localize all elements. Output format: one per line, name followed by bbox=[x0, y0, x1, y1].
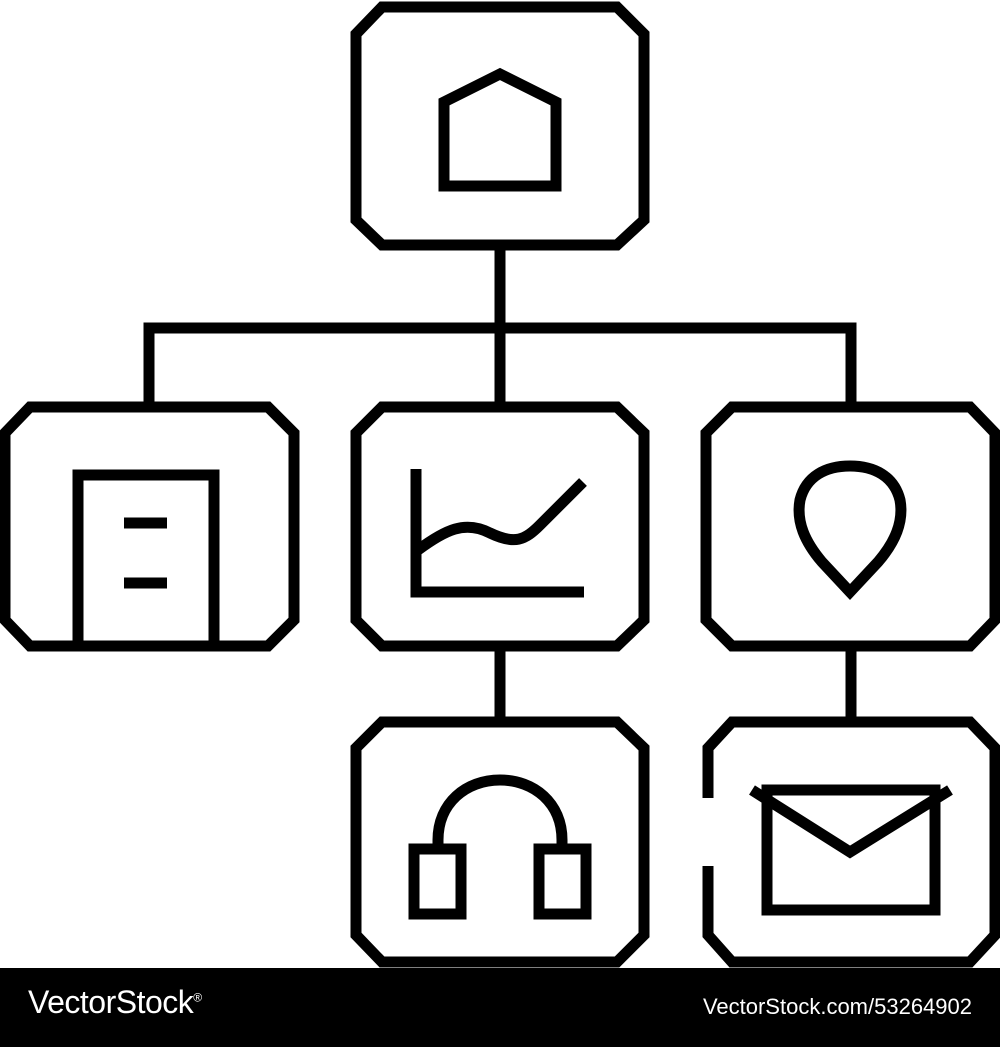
node-building bbox=[0, 401, 300, 652]
node-frame bbox=[700, 401, 1000, 652]
map-pin-icon bbox=[793, 460, 907, 601]
watermark-footer: VectorStock® VectorStock.com/53264902 bbox=[0, 968, 1000, 1047]
node-root bbox=[350, 1, 650, 251]
node-frame bbox=[0, 401, 300, 652]
node-frame bbox=[350, 1, 650, 251]
line-chart-icon bbox=[410, 469, 587, 598]
registered-mark: ® bbox=[193, 990, 202, 1005]
node-location bbox=[700, 401, 1000, 652]
node-frame bbox=[350, 401, 650, 652]
stock-id: VectorStock.com/53264902 bbox=[702, 994, 972, 1019]
node-chart bbox=[350, 401, 650, 652]
node-mail bbox=[702, 716, 1000, 968]
node-frame bbox=[702, 716, 1000, 968]
hierarchy-diagram bbox=[0, 1, 1000, 968]
node-frame bbox=[350, 716, 650, 968]
connector-root-branches bbox=[143, 322, 857, 405]
brand-name: VectorStock bbox=[28, 984, 194, 1020]
headphones-icon bbox=[408, 774, 592, 920]
building-icon bbox=[72, 469, 220, 646]
envelope-icon bbox=[749, 784, 953, 916]
house-icon bbox=[438, 67, 562, 192]
node-support bbox=[350, 716, 650, 968]
connectors bbox=[143, 247, 857, 720]
brand-logo: VectorStock® bbox=[28, 984, 202, 1021]
